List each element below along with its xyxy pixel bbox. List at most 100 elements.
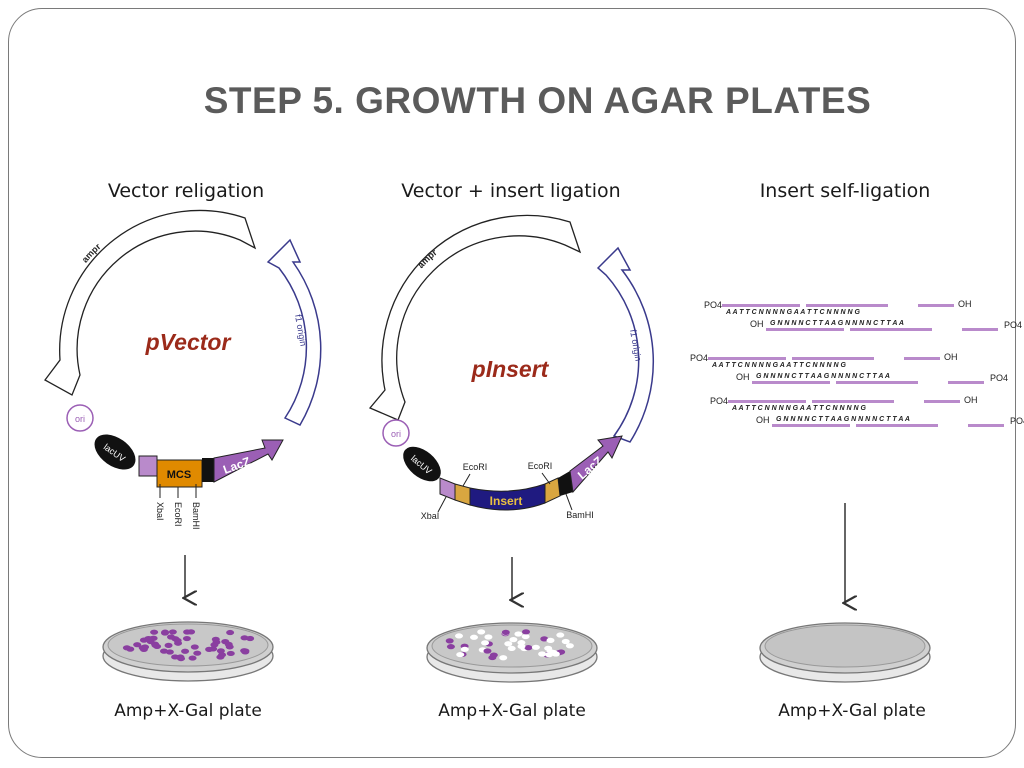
- xbai-label-2: XbaI: [421, 511, 440, 521]
- strand-bar: [792, 357, 874, 360]
- blue-colony: [141, 644, 150, 650]
- blue-colony: [182, 635, 191, 642]
- blue-colony: [174, 640, 183, 646]
- strand-bar: [812, 400, 894, 403]
- column-heading-1: Vector religation: [108, 180, 264, 202]
- strand-bar: [924, 400, 960, 403]
- plasmid-name-pinsert: pInsert: [471, 356, 550, 382]
- blue-colony: [210, 642, 219, 648]
- plate-label-1: Amp+X-Gal plate: [114, 701, 262, 721]
- strand-end-label: PO4: [1004, 320, 1022, 330]
- blue-colony: [218, 652, 227, 658]
- blue-colony: [177, 655, 186, 662]
- lacuv-promoter-2: [403, 446, 441, 482]
- lacuv-promoter: [94, 434, 136, 470]
- blue-colony: [183, 629, 192, 635]
- column-heading-2: Vector + insert ligation: [401, 180, 620, 202]
- lacz-arrow: [213, 439, 284, 483]
- blue-colony: [193, 650, 202, 656]
- white-colony: [509, 637, 518, 643]
- agar-plate-1: [102, 621, 274, 682]
- white-colony: [504, 641, 513, 647]
- ecori-label-left: EcoRI: [463, 462, 488, 472]
- white-colony: [556, 632, 565, 638]
- colonies-purple: [122, 629, 255, 662]
- white-colony: [460, 646, 469, 652]
- blue-colony: [489, 652, 498, 658]
- slide-frame: [8, 8, 1016, 758]
- blue-colony: [241, 649, 250, 655]
- white-colony: [546, 637, 555, 643]
- blue-colony: [224, 641, 233, 647]
- blue-colony: [445, 638, 454, 644]
- f1-origin-arrow-2: [596, 246, 655, 443]
- white-colony: [514, 631, 523, 637]
- blue-colony: [501, 629, 510, 635]
- blue-colony: [226, 650, 235, 657]
- xbai-site-block-2: [439, 477, 456, 501]
- strand-end-label: PO4: [690, 353, 708, 363]
- blue-colony: [181, 648, 190, 654]
- strand-bar: [728, 400, 806, 403]
- mcs-label: MCS: [167, 469, 191, 481]
- blue-colony: [190, 644, 199, 650]
- blue-colony: [226, 629, 235, 636]
- lacz-junction: [202, 458, 214, 482]
- white-colony: [561, 638, 570, 645]
- ecori-label-right: EcoRI: [528, 461, 553, 471]
- column-vector-religation: Vector religation ampr f1 origin pVector…: [44, 180, 322, 721]
- strand-top-sequence: A A T T C N N N N G A A T T C N N N N G: [711, 362, 846, 369]
- column-vector-insert-ligation: Vector + insert ligation ampr f1 origin …: [368, 180, 655, 721]
- strand-end-label: PO4: [710, 396, 728, 406]
- white-colony: [484, 634, 493, 640]
- strand-bar: [806, 304, 888, 307]
- ori-label: ori: [75, 414, 85, 424]
- white-colony: [507, 645, 516, 652]
- strand-bar: [772, 424, 850, 427]
- f1-origin-arrow: [266, 238, 322, 426]
- ecori-site-left: [454, 483, 471, 506]
- blue-colony: [167, 634, 176, 640]
- ori-circle-2: [382, 419, 410, 447]
- strand-bar: [968, 424, 1004, 427]
- strand-bar: [962, 328, 998, 331]
- blue-colony: [524, 645, 533, 651]
- strand-bottom-sequence: G N N N N C T T A A G N N N N C T T A A: [756, 373, 890, 380]
- column-heading-3: Insert self-ligation: [760, 180, 931, 202]
- white-colony: [481, 640, 490, 646]
- strand-bottom-sequence: G N N N N C T T A A G N N N N C T T A A: [770, 320, 904, 327]
- white-colony: [456, 651, 465, 658]
- strand-end-label: PO4: [1010, 416, 1024, 426]
- ampr-arrow-2: [368, 214, 582, 421]
- colonies-mixed: [445, 629, 574, 661]
- blue-colony: [211, 636, 220, 642]
- strand-bar: [948, 381, 984, 384]
- strand-top-sequence: A A T T C N N N N G A A T T C N N N N G: [725, 309, 860, 316]
- blue-colony: [205, 646, 214, 652]
- white-colony: [477, 629, 486, 635]
- plate-label-3: Amp+X-Gal plate: [778, 701, 926, 721]
- strand-bar: [766, 328, 844, 331]
- strand-end-label: OH: [958, 299, 972, 309]
- lacz-junction-2: [558, 471, 573, 496]
- strand-end-label: OH: [964, 395, 978, 405]
- white-colony: [538, 651, 547, 657]
- strand-end-label: PO4: [990, 373, 1008, 383]
- blue-colony: [144, 636, 153, 642]
- insert-label: Insert: [490, 494, 523, 508]
- blue-colony: [483, 648, 492, 654]
- blue-colony: [161, 629, 170, 635]
- blue-colony: [522, 629, 531, 635]
- ecori-site-right: [544, 477, 561, 504]
- strand-bar: [918, 304, 954, 307]
- agar-plate-2: [426, 622, 598, 683]
- white-colony: [469, 634, 478, 640]
- blue-colony: [150, 629, 159, 635]
- blue-colony: [165, 649, 174, 655]
- bamhi-label-2: BamHI: [566, 510, 594, 520]
- blue-colony: [540, 636, 549, 642]
- blue-colony: [151, 642, 160, 648]
- ampr-arrow: [44, 209, 257, 396]
